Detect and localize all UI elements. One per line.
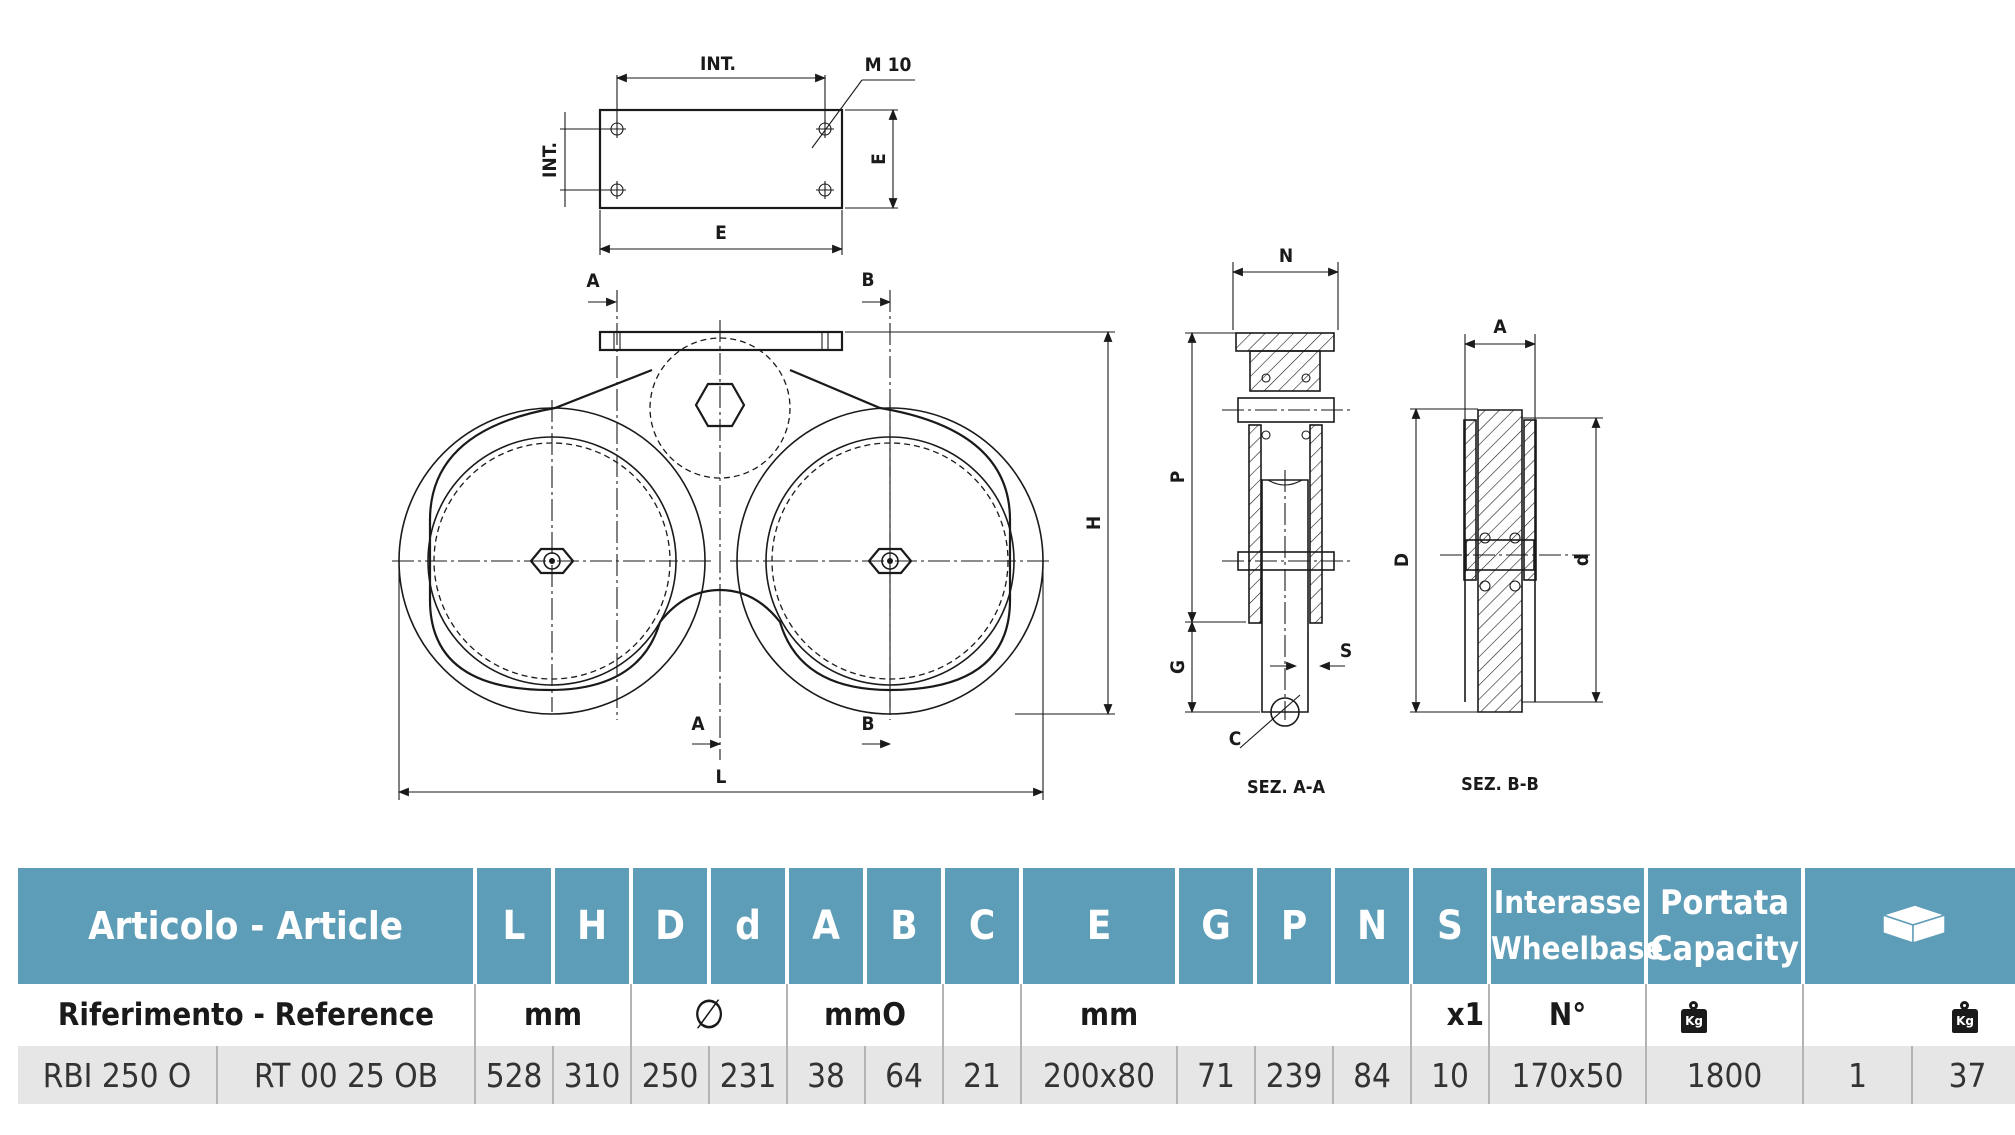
c-dim-label: C [1229, 728, 1242, 750]
cell-h: 310 [553, 1046, 633, 1104]
units-package-weight: Kg [1803, 984, 2015, 1046]
plate-int-top-label: INT. [700, 53, 736, 75]
section-bb-view: A D d SEZ. B-B [1391, 316, 1603, 795]
units-mm-ab-label: mm [824, 997, 883, 1033]
table-units-row: Riferimento - Reference mm ∅ mmO mm x1 N… [18, 984, 2015, 1046]
cell-weight: 37 [1912, 1046, 2015, 1104]
mounting-plate-top-view: INT. M 10 INT. E E [539, 53, 915, 255]
cell-pieces: 1 [1803, 1046, 1914, 1104]
col-header-c: C [943, 868, 1024, 984]
p-dim-label: P [1167, 471, 1189, 484]
units-o-label: O [882, 997, 906, 1033]
capacity-it-label: Portata [1659, 883, 1790, 923]
cell-wheelbase: 170x50 [1489, 1046, 1648, 1104]
cell-a: 38 [787, 1046, 867, 1104]
s-dim-label: S [1340, 640, 1352, 662]
cell-article: RBI 250 O [18, 1046, 218, 1104]
col-header-e: E [1021, 868, 1180, 984]
units-n-deg: N° [1489, 984, 1648, 1046]
units-mm-ab: mmO [787, 984, 945, 1046]
m10-label: M 10 [865, 54, 912, 76]
cell-c: 21 [943, 1046, 1023, 1104]
units-mm-egp: mm [1021, 984, 1413, 1046]
section-aa-title: SEZ. A-A [1247, 777, 1326, 798]
col-header-b: B [865, 868, 946, 984]
col-header-d-small: d [709, 868, 790, 984]
diameter-icon: ∅ [693, 992, 725, 1038]
double-wheel-front-view: A B A B [392, 269, 1115, 800]
g-dim-label: G [1167, 660, 1189, 674]
spec-table: Articolo - Article L H D d A B C E G P N… [18, 868, 2015, 1104]
kg-weight-icon: Kg [1681, 1000, 1708, 1033]
table-row: RBI 250 O RT 00 25 OB 528 310 250 231 38… [18, 1046, 2015, 1104]
capacity-en-label: Capacity [1650, 929, 1799, 969]
col-header-package [1803, 868, 2015, 984]
section-aa-view: N P G S C SEZ. A-A [1167, 245, 1352, 798]
section-mark-b-bottom: B [861, 713, 874, 735]
l-dim-label: L [716, 766, 727, 788]
cell-d-small: 231 [709, 1046, 789, 1104]
section-mark-a-bottom: A [691, 713, 705, 735]
col-header-s: S [1411, 868, 1492, 984]
h-dim-label: H [1083, 516, 1105, 530]
units-diameter: ∅ [631, 984, 789, 1046]
technical-drawing: INT. M 10 INT. E E A B [392, 53, 1603, 800]
cell-g: 71 [1177, 1046, 1257, 1104]
col-header-n: N [1333, 868, 1414, 984]
plate-e-side-label: E [868, 153, 890, 165]
units-mm-egp-label: mm [1080, 997, 1139, 1033]
units-capacity-weight: Kg [1646, 984, 1805, 1046]
wheelbase-en-label: Wheelbase [1491, 931, 1664, 967]
table-header-row: Articolo - Article L H D d A B C E G P N… [18, 868, 2015, 984]
kg-weight-icon: Kg [1952, 1000, 1979, 1033]
col-header-capacity: Portata Capacity [1646, 868, 1806, 984]
col-header-a: A [787, 868, 868, 984]
cell-l: 528 [475, 1046, 555, 1104]
article-header: Articolo - Article [18, 868, 478, 984]
d-small-dim-label: d [1571, 554, 1593, 566]
a-dim-label: A [1493, 316, 1507, 338]
section-mark-b-top: B [861, 269, 874, 291]
col-header-wheelbase: Interasse Wheelbase [1489, 868, 1664, 984]
units-x1: x1 [1411, 984, 1491, 1046]
col-header-g: G [1177, 868, 1258, 984]
reference-label: Riferimento - Reference [18, 984, 477, 1046]
units-mm-lh: mm [475, 984, 633, 1046]
col-header-l: L [475, 868, 556, 984]
col-header-h: H [553, 868, 634, 984]
units-c-blank [943, 984, 1023, 1046]
plate-e-bottom-label: E [715, 222, 727, 244]
col-header-d-big: D [631, 868, 712, 984]
cell-reference: RT 00 25 OB [217, 1046, 477, 1104]
box-icon [1880, 904, 1947, 945]
cell-p: 239 [1255, 1046, 1335, 1104]
cell-d-big: 250 [631, 1046, 711, 1104]
wheelbase-it-label: Interasse [1493, 885, 1642, 921]
cell-n: 84 [1333, 1046, 1413, 1104]
section-bb-title: SEZ. B-B [1461, 774, 1539, 795]
d-big-dim-label: D [1391, 553, 1413, 567]
n-dim-label: N [1279, 245, 1293, 267]
cell-s: 10 [1411, 1046, 1491, 1104]
cell-b: 64 [865, 1046, 945, 1104]
col-header-p: P [1255, 868, 1336, 984]
cell-e: 200x80 [1021, 1046, 1179, 1104]
section-mark-a-top: A [586, 270, 600, 292]
cell-capacity: 1800 [1646, 1046, 1805, 1104]
plate-int-side-label: INT. [539, 142, 561, 178]
